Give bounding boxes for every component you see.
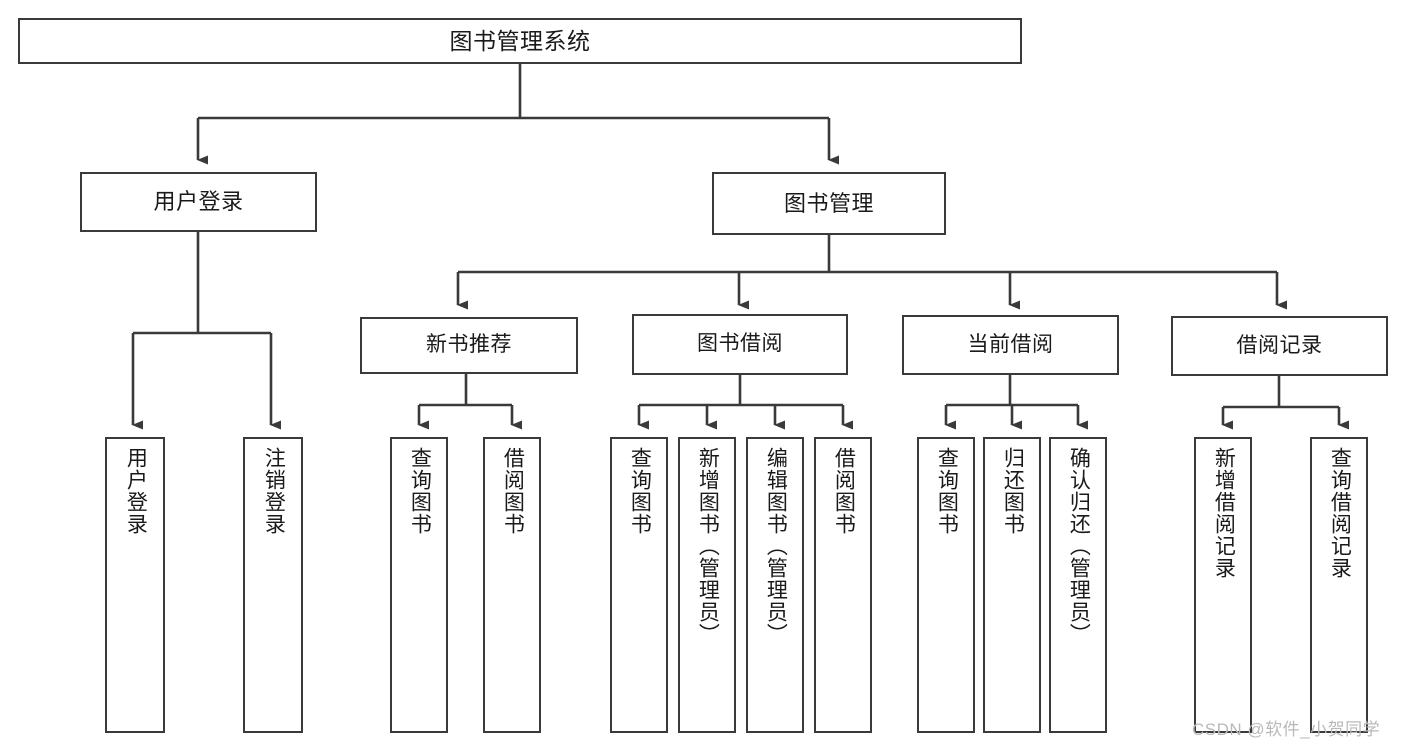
node-label: 注销登录 <box>262 447 286 535</box>
node-label: 借阅图书 <box>832 447 856 535</box>
node-label: 归还图书 <box>1001 447 1025 535</box>
leaf-book-borrow-query[interactable]: 查询图书 <box>610 437 668 733</box>
node-label: 借阅记录 <box>1236 333 1323 357</box>
node-label: 查询借阅记录 <box>1328 447 1352 579</box>
node-label: 新书推荐 <box>426 333 512 357</box>
node-label: 新增图书（管理员） <box>696 447 720 645</box>
node-book-management[interactable]: 图书管理 <box>712 172 946 235</box>
node-label: 用户登录 <box>124 447 148 535</box>
csdn-watermark: CSDN @软件_小贺同学 <box>1192 720 1381 739</box>
leaf-book-borrow-edit[interactable]: 编辑图书（管理员） <box>746 437 804 733</box>
leaf-current-borrow-query[interactable]: 查询图书 <box>917 437 975 733</box>
leaf-borrow-record-query[interactable]: 查询借阅记录 <box>1310 437 1368 733</box>
leaf-user-login-logout[interactable]: 注销登录 <box>243 437 303 733</box>
leaf-book-borrow-borrow[interactable]: 借阅图书 <box>814 437 872 733</box>
node-label: 图书借阅 <box>697 332 783 356</box>
node-label: 图书管理系统 <box>449 27 591 54</box>
node-label: 新增借阅记录 <box>1212 447 1236 579</box>
node-label: 查询图书 <box>628 447 652 535</box>
node-new-book-recommend[interactable]: 新书推荐 <box>360 317 578 374</box>
leaf-new-book-borrow[interactable]: 借阅图书 <box>483 437 541 733</box>
leaf-book-borrow-add[interactable]: 新增图书（管理员） <box>678 437 736 733</box>
node-borrow-record[interactable]: 借阅记录 <box>1171 316 1388 376</box>
leaf-borrow-record-add[interactable]: 新增借阅记录 <box>1194 437 1252 733</box>
node-label: 查询图书 <box>408 447 432 535</box>
node-label: 当前借阅 <box>967 332 1054 356</box>
node-label: 用户登录 <box>153 189 244 215</box>
node-label: 编辑图书（管理员） <box>764 447 788 645</box>
node-label: 确认归还（管理员） <box>1067 447 1091 645</box>
node-label: 查询图书 <box>935 447 959 535</box>
node-label: 图书管理 <box>783 190 874 216</box>
leaf-current-borrow-confirm-return[interactable]: 确认归还（管理员） <box>1049 437 1107 733</box>
leaf-new-book-query[interactable]: 查询图书 <box>390 437 448 733</box>
node-root-system[interactable]: 图书管理系统 <box>18 18 1022 64</box>
node-book-borrow[interactable]: 图书借阅 <box>632 314 848 375</box>
node-user-login[interactable]: 用户登录 <box>80 172 317 232</box>
leaf-user-login-login[interactable]: 用户登录 <box>105 437 165 733</box>
node-current-borrow[interactable]: 当前借阅 <box>902 315 1119 375</box>
node-label: 借阅图书 <box>501 447 525 535</box>
leaf-current-borrow-return[interactable]: 归还图书 <box>983 437 1041 733</box>
